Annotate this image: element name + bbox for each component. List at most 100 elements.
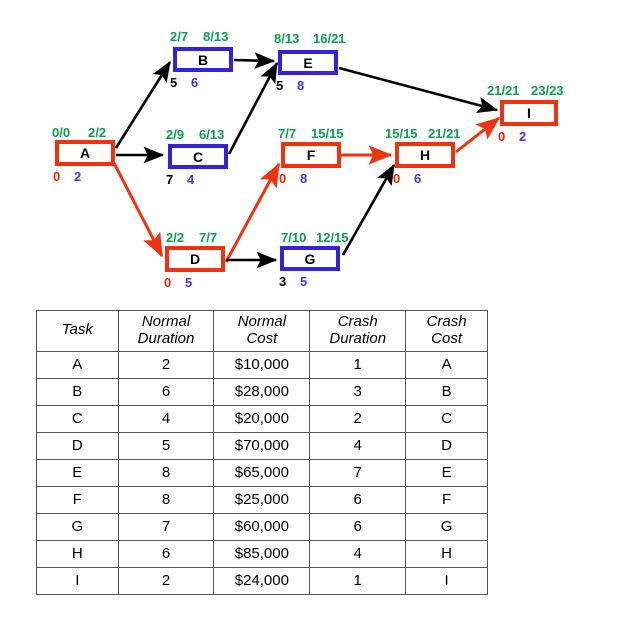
node-g-duration: 5 [300, 274, 308, 289]
cell-crash-cost: C [405, 404, 488, 433]
node-c-slack: 7 [166, 172, 174, 187]
table-row: G 7 $60,000 6 G [36, 512, 488, 541]
header-normal-cost: Normal Cost [213, 310, 311, 352]
node-e-label: E [303, 54, 313, 71]
cell-normal-cost: $25,000 [213, 485, 311, 514]
node-g-slack: 3 [279, 274, 287, 289]
cell-crash-cost: E [405, 458, 488, 487]
node-f[interactable]: F [281, 142, 341, 168]
node-a-ef-lf: 2/2 [88, 125, 107, 140]
node-f-ef-lf: 15/15 [311, 126, 344, 141]
node-i-duration: 2 [519, 129, 527, 144]
node-a-duration: 2 [74, 169, 82, 184]
cell-normal-duration: 8 [117, 458, 215, 487]
header-task: Task [36, 310, 119, 352]
cell-task: E [36, 458, 119, 487]
cell-normal-cost: $60,000 [213, 512, 311, 541]
node-a-es-ls: 0/0 [52, 125, 71, 140]
header-crash-cost: Crash Cost [405, 310, 488, 352]
cell-crash-duration: 1 [309, 566, 407, 595]
cell-normal-cost: $10,000 [213, 350, 311, 379]
cell-crash-duration: 1 [309, 350, 407, 379]
cell-normal-duration: 4 [117, 404, 215, 433]
header-task-line1: Task [61, 321, 93, 339]
node-f-duration: 8 [300, 171, 308, 186]
cell-task: G [36, 512, 119, 541]
header-normal-cost-line1: Normal [237, 313, 287, 330]
node-e[interactable]: E [278, 50, 338, 75]
cell-normal-duration: 2 [117, 566, 215, 595]
node-b-es-ls: 2/7 [170, 29, 189, 44]
edge-d-f [224, 162, 281, 263]
table-row: E 8 $65,000 7 E [36, 458, 488, 487]
node-a[interactable]: A [55, 140, 115, 166]
node-h-duration: 6 [414, 171, 422, 186]
node-h[interactable]: H [395, 142, 455, 168]
cell-crash-duration: 6 [309, 485, 407, 514]
crash-data-table: Task Normal Duration Normal Cost Crash D… [36, 310, 488, 595]
edge-g-h [341, 163, 396, 256]
cell-normal-cost: $65,000 [213, 458, 311, 487]
header-crash-cost-line1: Crash [426, 313, 467, 330]
node-f-label: F [306, 147, 316, 163]
table-row: F 8 $25,000 6 F [36, 485, 488, 514]
node-e-slack: 5 [276, 78, 284, 93]
cell-crash-cost: A [405, 350, 488, 379]
node-g[interactable]: G [280, 246, 340, 271]
node-g-label: G [304, 250, 316, 267]
node-a-label: A [79, 145, 91, 161]
cell-task: H [36, 539, 119, 568]
table-row: H 6 $85,000 4 H [36, 539, 488, 568]
edge-b-e [233, 52, 276, 69]
node-b-label: B [197, 51, 209, 68]
node-c[interactable]: C [168, 144, 228, 169]
cell-crash-duration: 7 [309, 458, 407, 487]
node-h-label: H [419, 147, 431, 163]
node-b-ef-lf: 8/13 [203, 29, 229, 44]
cell-normal-cost: $85,000 [213, 539, 311, 568]
table-row: B 6 $28,000 3 B [36, 377, 488, 406]
table-row: C 4 $20,000 2 C [36, 404, 488, 433]
node-d[interactable]: D [165, 246, 225, 272]
table-row: I 2 $24,000 1 I [36, 566, 488, 595]
cell-crash-duration: 3 [309, 377, 407, 406]
node-b[interactable]: B [173, 47, 233, 72]
network-diagram: 0/0 2/2 A 0 2 2/7 8/13 B 5 6 2/9 6/13 C … [0, 0, 623, 300]
header-crash-duration-line1: Crash [337, 313, 378, 330]
node-c-label: C [192, 148, 204, 165]
header-normal-duration-line2: Duration [137, 329, 195, 347]
edge-h-i [455, 116, 501, 154]
header-normal-duration-line1: Normal [141, 313, 191, 330]
cell-normal-duration: 6 [117, 377, 215, 406]
node-b-duration: 6 [191, 75, 199, 90]
cell-task: A [36, 350, 119, 379]
node-b-slack: 5 [170, 75, 178, 90]
cell-crash-duration: 6 [309, 512, 407, 541]
cell-crash-cost: D [405, 431, 488, 460]
node-c-es-ls: 2/9 [166, 127, 185, 142]
node-i-es-ls: 21/21 [487, 83, 520, 98]
edge-layer [112, 52, 501, 269]
header-crash-duration-line2: Duration [329, 329, 387, 347]
cell-task: B [36, 377, 119, 406]
node-d-duration: 5 [185, 275, 193, 290]
node-g-ef-lf: 12/15 [316, 230, 349, 245]
node-e-duration: 8 [297, 78, 305, 93]
cell-normal-cost: $28,000 [213, 377, 311, 406]
node-c-duration: 4 [187, 172, 195, 187]
header-crash-cost-line2: Cost [431, 329, 462, 347]
cell-normal-duration: 8 [117, 485, 215, 514]
node-f-es-ls: 7/7 [278, 126, 297, 141]
crash-data-table-wrapper: Task Normal Duration Normal Cost Crash D… [36, 310, 488, 595]
table-body: A 2 $10,000 1 A B 6 $28,000 3 B C 4 $20,… [36, 350, 488, 595]
edge-e-i [338, 66, 499, 114]
node-d-label: D [189, 251, 201, 267]
table-header-row: Task Normal Duration Normal Cost Crash D… [36, 310, 488, 352]
cell-crash-cost: I [405, 566, 488, 595]
cell-crash-cost: F [405, 485, 488, 514]
node-d-es-ls: 2/2 [166, 230, 185, 245]
cell-task: D [36, 431, 119, 460]
node-c-ef-lf: 6/13 [199, 127, 225, 142]
node-i[interactable]: I [500, 100, 558, 126]
node-i-ef-lf: 23/23 [531, 83, 564, 98]
